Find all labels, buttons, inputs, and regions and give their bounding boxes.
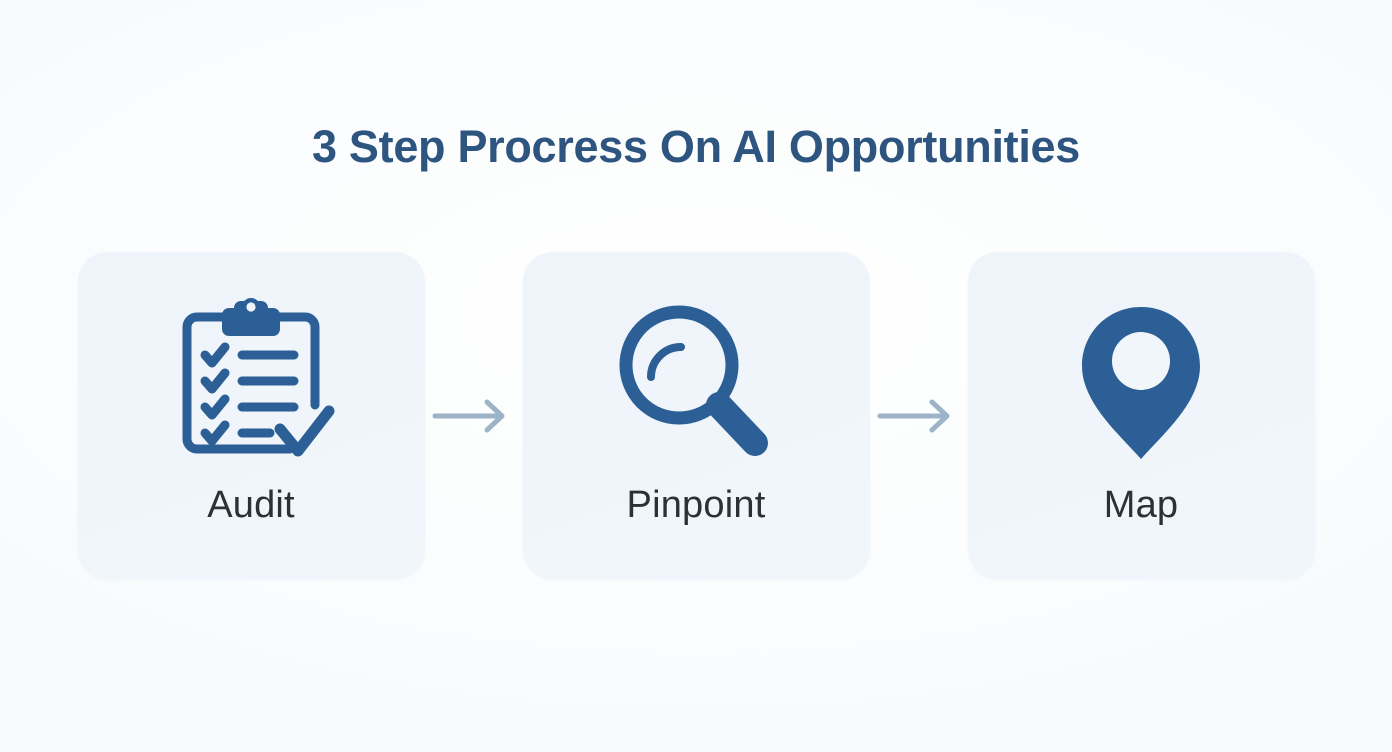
arrow-right-icon [870,252,968,579]
page-title-container: 3 Step Procress On AI Opportunities [0,92,1392,202]
clipboard-checklist-icon [151,284,351,480]
step-card-pinpoint[interactable]: Pinpoint [522,252,870,579]
step-card-map[interactable]: Map [967,252,1315,579]
page-title: 3 Step Procress On AI Opportunities [312,121,1080,173]
step-label-audit: Audit [207,484,295,526]
step-label-map: Map [1103,484,1179,526]
magnifying-glass-icon [596,284,796,480]
step-label-pinpoint: Pinpoint [626,484,766,526]
process-flow: Audit Pinp [0,252,1392,582]
arrow-right-icon [425,252,523,579]
map-pin-icon [1041,284,1241,480]
step-card-audit[interactable]: Audit [77,252,425,579]
